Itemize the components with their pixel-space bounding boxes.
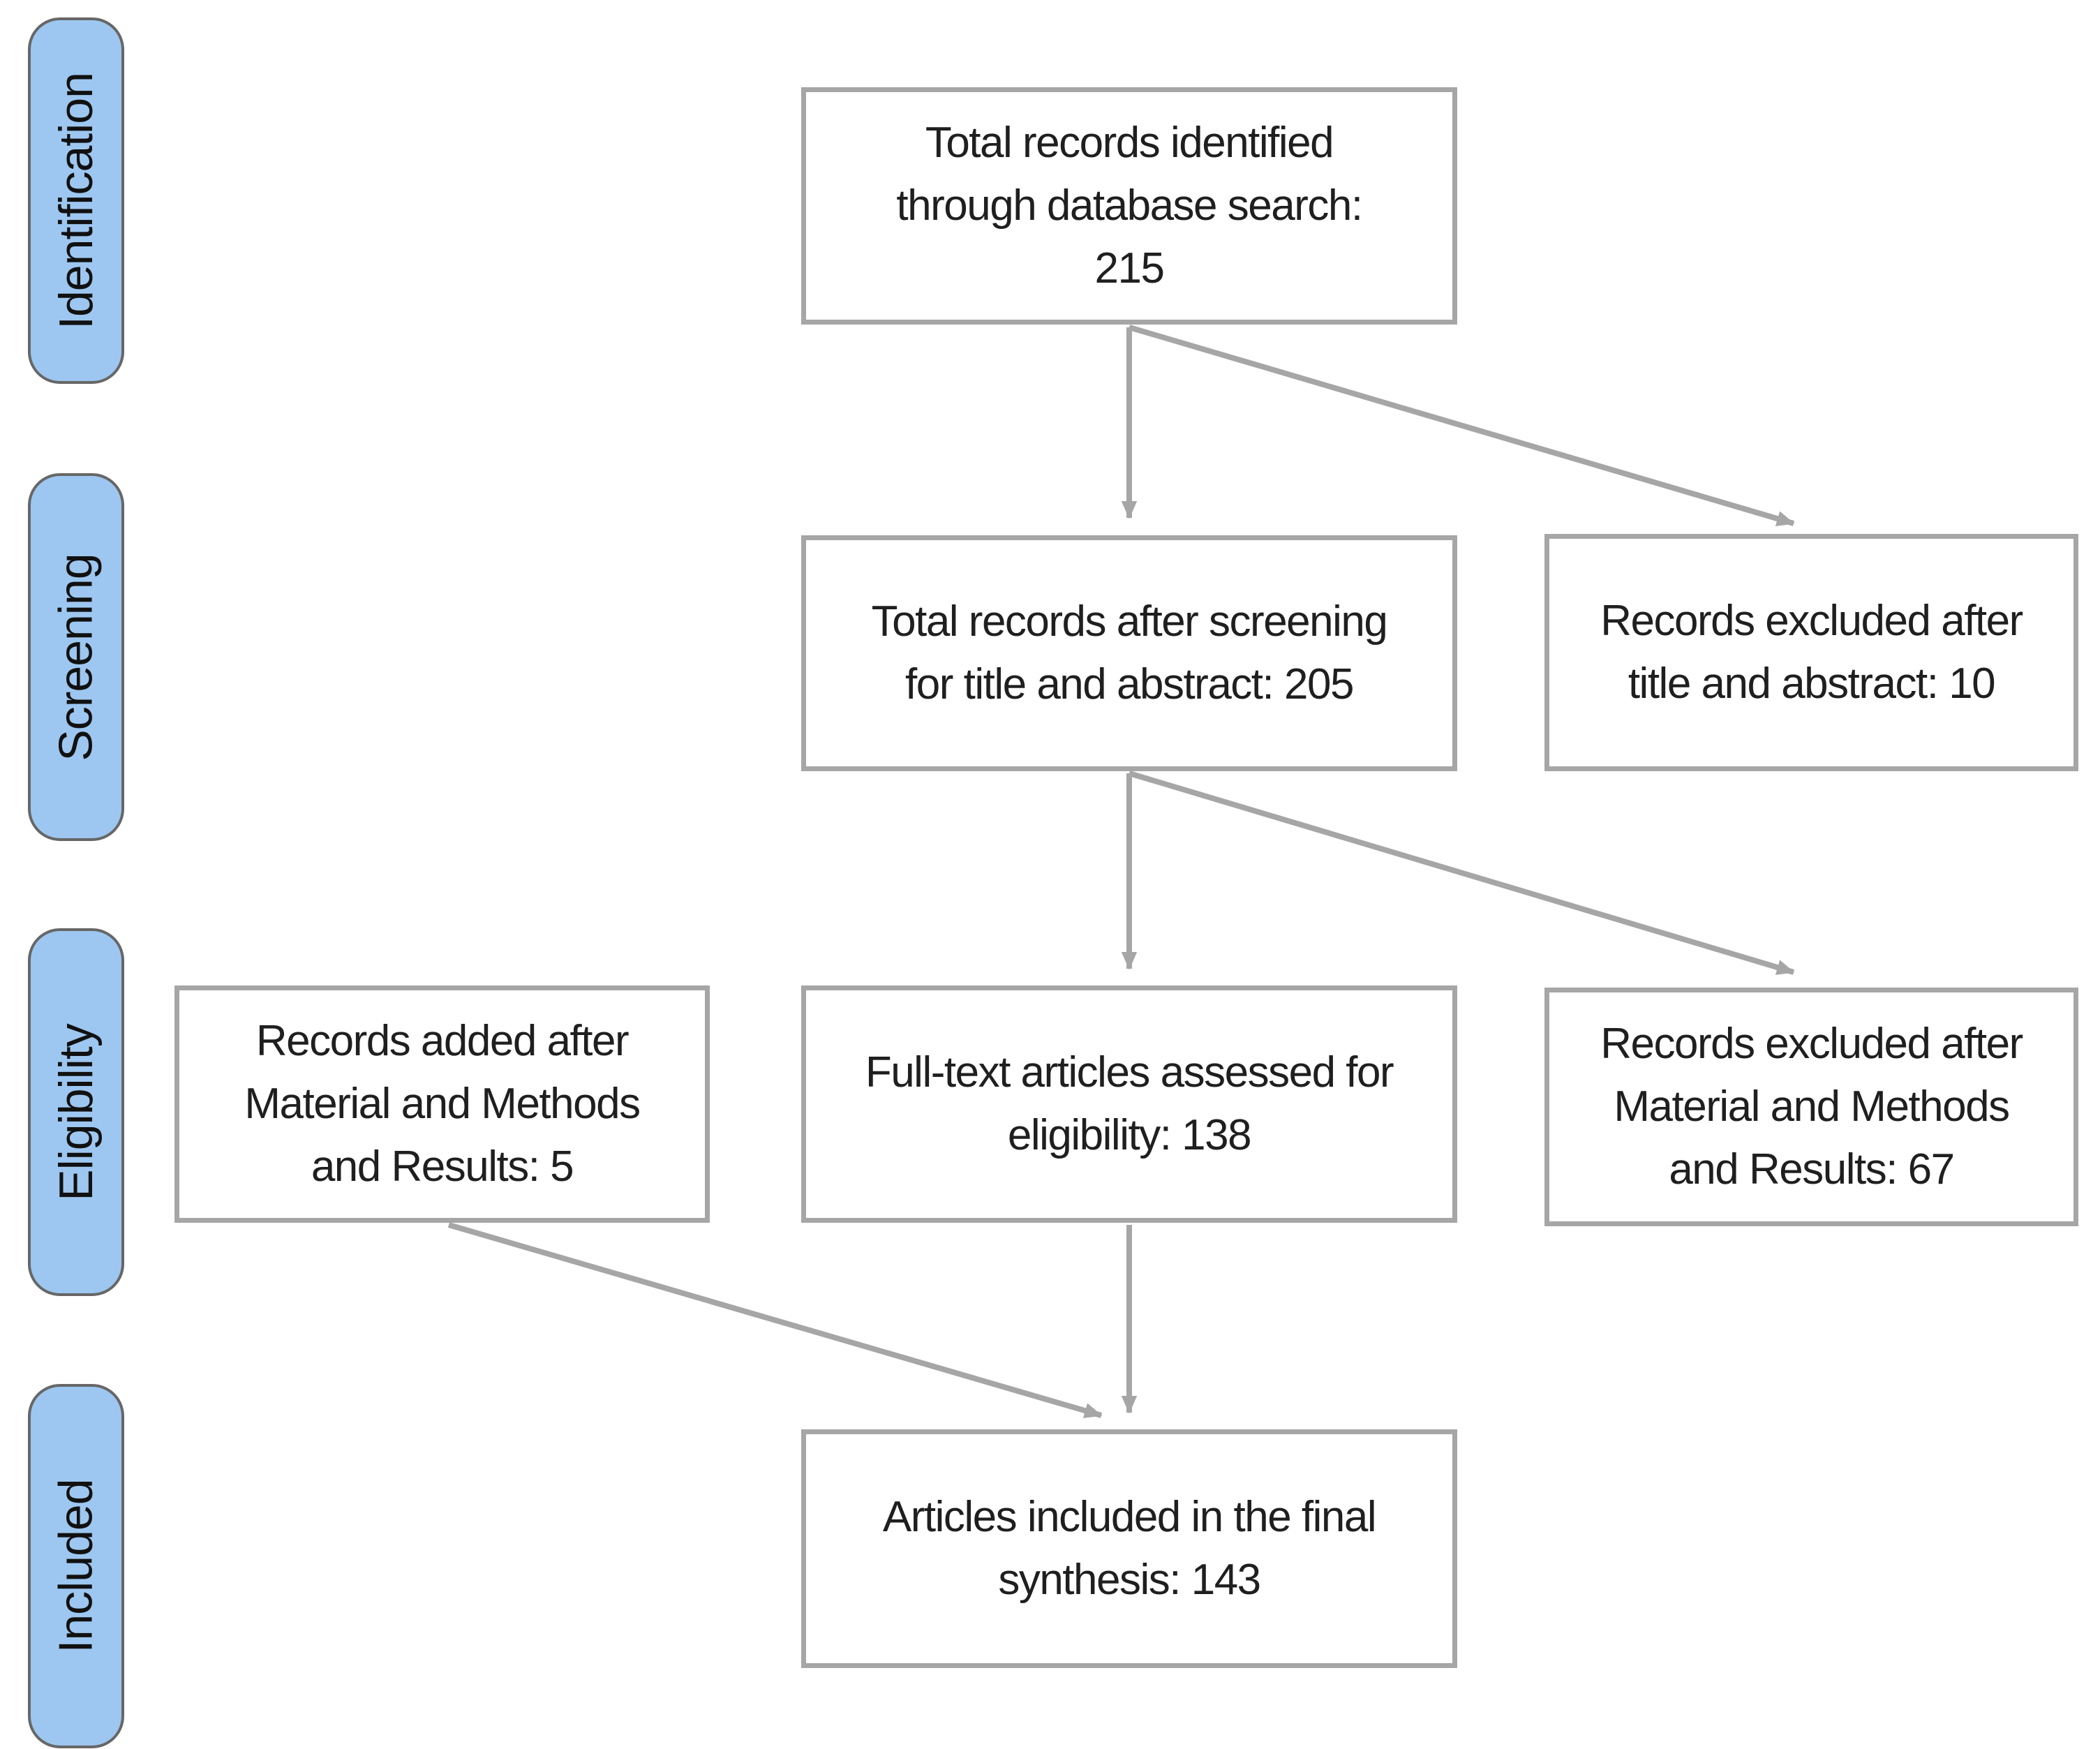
box-records-identified: Total records identified through databas…: [801, 87, 1457, 325]
box-excluded-after-title-abstract-text: Records excluded after title and abstrac…: [1600, 597, 2023, 708]
box-records-after-screening-text: Total records after screening for title …: [871, 597, 1388, 708]
stage-label-identification: Identification: [28, 17, 124, 384]
stage-label-eligibility: Eligibility: [28, 928, 124, 1296]
stage-label-identification-text: Identification: [50, 72, 103, 329]
stage-label-eligibility-text: Eligibility: [50, 1023, 103, 1201]
stage-label-included: Included: [28, 1384, 124, 1748]
stage-label-screening-text: Screening: [50, 553, 103, 761]
box-excluded-after-material-methods: Records excluded after Material and Meth…: [1544, 988, 2078, 1226]
box-records-after-screening: Total records after screening for title …: [801, 535, 1457, 771]
box-records-identified-text: Total records identified through databas…: [896, 119, 1363, 292]
box-fulltext-assessed: Full-text articles assessed for eligibil…: [801, 985, 1457, 1223]
arrow-added-to-included: [447, 1222, 1103, 1419]
box-excluded-after-title-abstract: Records excluded after title and abstrac…: [1544, 534, 2078, 771]
arrow-screened-to-excluded-mm: [1128, 771, 1795, 975]
arrow-identified-to-excluded-title: [1128, 325, 1795, 526]
box-fulltext-assessed-text: Full-text articles assessed for eligibil…: [865, 1048, 1394, 1159]
box-articles-included: Articles included in the final synthesis…: [801, 1429, 1457, 1668]
box-excluded-after-material-methods-text: Records excluded after Material and Meth…: [1600, 1020, 2023, 1193]
box-records-added: Records added after Material and Methods…: [174, 985, 710, 1223]
box-articles-included-text: Articles included in the final synthesis…: [882, 1493, 1377, 1604]
box-records-added-text: Records added after Material and Methods…: [244, 1017, 641, 1191]
stage-label-screening: Screening: [28, 473, 124, 841]
stage-label-included-text: Included: [50, 1479, 103, 1653]
